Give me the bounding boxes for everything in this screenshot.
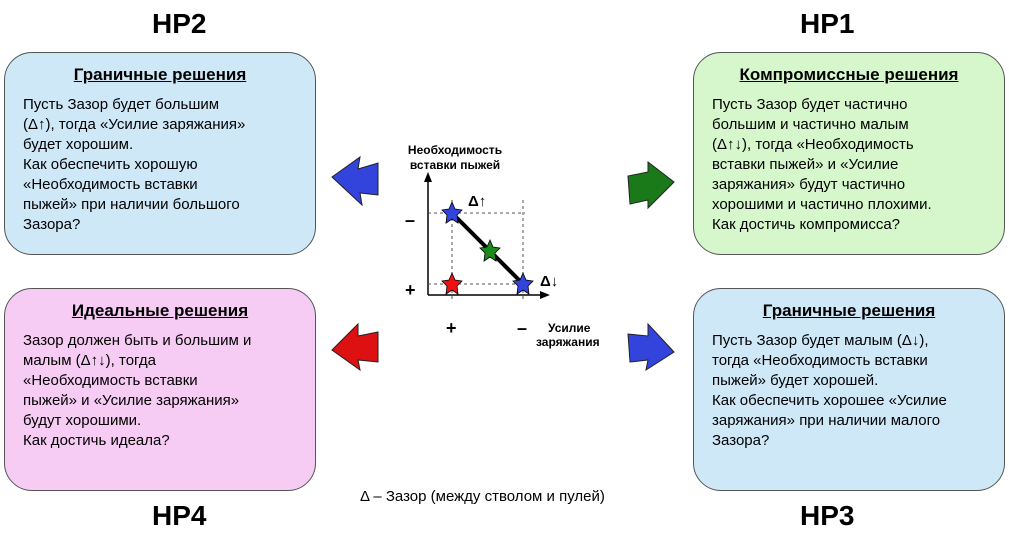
box-text: Зазор должен быть и большим и малым (Δ↑↓… xyxy=(23,332,252,449)
box-title: Граничные решения xyxy=(762,301,936,320)
box-text: Пусть Зазор будет малым (Δ↓), тогда «Нео… xyxy=(712,332,947,449)
y-axis-label-line1: Необходимость xyxy=(408,143,502,157)
box-ideal-solutions: Идеальные решения Зазор должен быть и бо… xyxy=(4,288,316,491)
box-title: Граничные решения xyxy=(73,65,247,84)
box-title: Компромиссные решения xyxy=(739,65,959,84)
star-green-middle-icon xyxy=(479,238,501,262)
box-compromise-solutions: Компромиссные решения Пусть Зазор будет … xyxy=(693,52,1005,255)
x-tick-plus: + xyxy=(446,318,457,338)
y-axis-arrowhead-icon xyxy=(424,172,432,182)
box-boundary-solutions-large-gap: Граничные решения Пусть Зазор будет боль… xyxy=(4,52,316,255)
star-blue-bottom-icon xyxy=(512,271,534,295)
delta-up-label: Δ↑ xyxy=(468,193,486,210)
arrow-right-down-icon xyxy=(627,322,675,372)
x-axis-label-line2: заряжания xyxy=(536,335,600,349)
contradiction-diagram: Необходимость вставки пыжей – + + – Усил… xyxy=(405,143,600,349)
label-hp4: НР4 xyxy=(152,500,207,531)
arrow-right-up-icon xyxy=(627,160,675,210)
label-hp1: НР1 xyxy=(800,8,855,39)
x-axis-label-line1: Усилие xyxy=(548,321,591,335)
box-boundary-solutions-small-gap: Граничные решения Пусть Зазор будет малы… xyxy=(693,288,1005,491)
label-hp2: НР2 xyxy=(152,8,207,39)
box-text: Пусть Зазор будет частично большим и час… xyxy=(712,96,932,233)
star-blue-top-icon xyxy=(441,200,463,224)
footnote: Δ – Зазор (между стволом и пулей) xyxy=(360,488,605,505)
arrow-left-down-icon xyxy=(331,322,379,372)
y-tick-minus: – xyxy=(405,210,415,230)
x-tick-minus: – xyxy=(517,318,527,338)
box-title: Идеальные решения xyxy=(71,301,249,320)
y-tick-plus: + xyxy=(405,280,416,300)
y-axis-label-line2: вставки пыжей xyxy=(410,158,500,172)
arrow-left-up-icon xyxy=(331,155,379,207)
x-axis-arrowhead-icon xyxy=(540,291,550,299)
star-red-ideal-icon xyxy=(441,271,463,295)
box-text: Пусть Зазор будет большим (Δ↑), тогда «У… xyxy=(23,96,246,233)
delta-down-label: Δ↓ xyxy=(540,273,558,290)
label-hp3: НР3 xyxy=(800,500,855,531)
